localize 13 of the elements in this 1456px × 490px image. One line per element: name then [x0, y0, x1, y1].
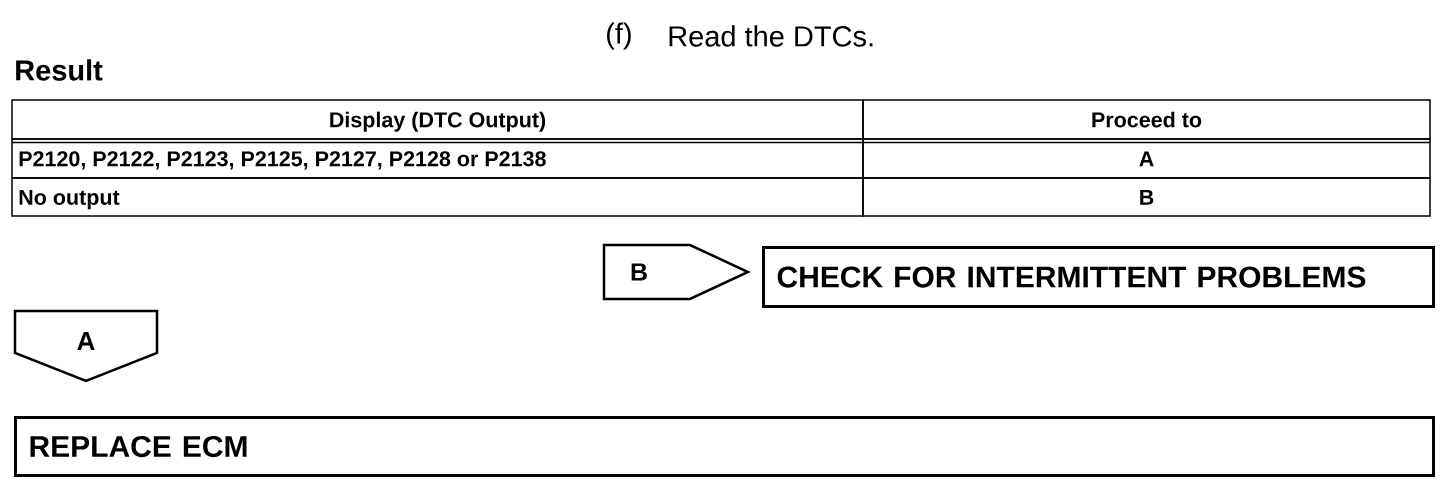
section-heading: Result [16, 59, 103, 81]
table-cell: B [862, 177, 1431, 217]
table-cell: No output [11, 177, 864, 217]
table-header-cell: Display (DTC Output) [11, 99, 864, 140]
table-cell: P2120, P2122, P2123, P2125, P2127, P2128 or P2138 [11, 138, 864, 179]
table-cell: A [862, 138, 1431, 179]
step-instruction: Read the DTCs. [669, 25, 873, 47]
step-letter: (f) [607, 22, 631, 50]
branch-tag: B [602, 243, 751, 301]
action-box: REPLACE ECM [14, 416, 1435, 477]
table-header-cell: Proceed to [862, 99, 1431, 140]
action-box: CHECK FOR INTERMITTENT PROBLEMS [762, 246, 1435, 308]
branch-tag: A [13, 309, 159, 383]
